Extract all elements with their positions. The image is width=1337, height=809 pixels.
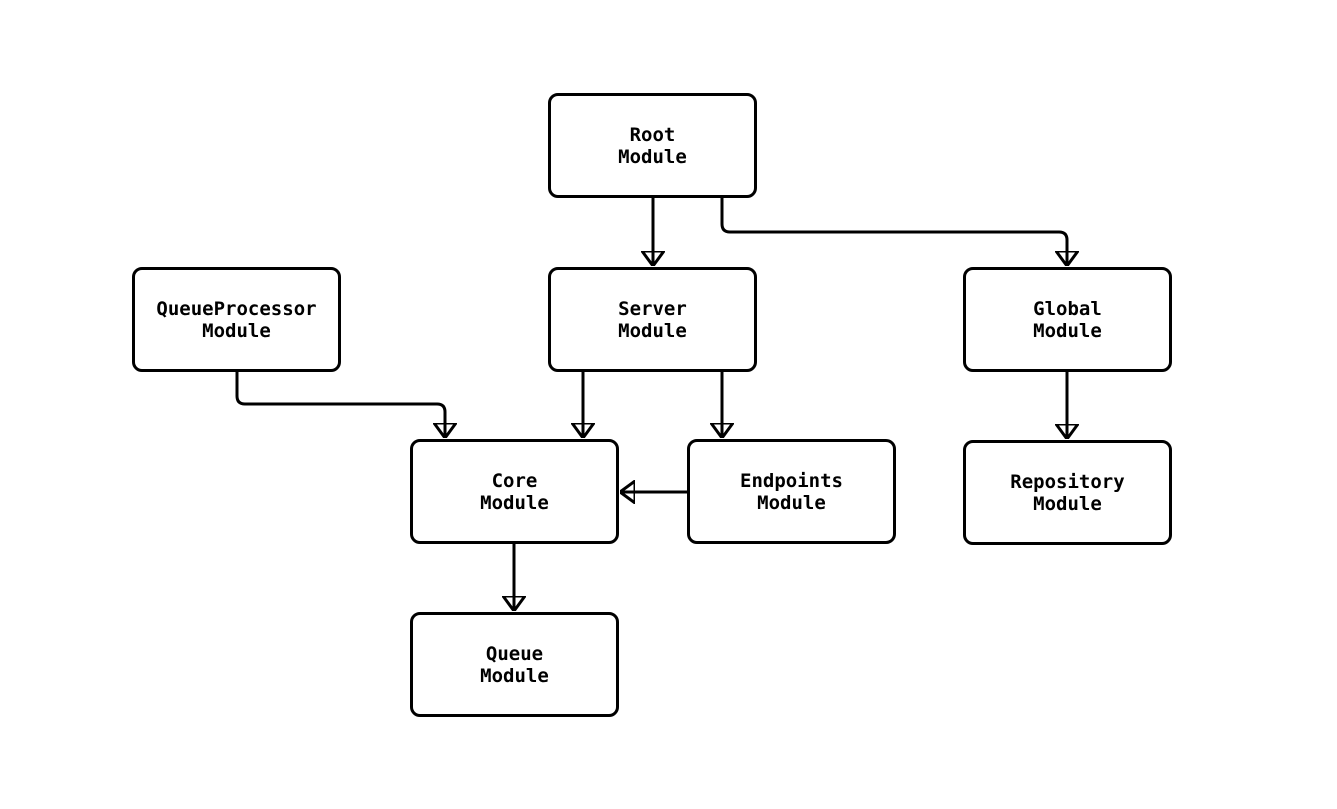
node-endpoints-module: Endpoints Module bbox=[687, 439, 896, 544]
node-queueprocessor-module-label: QueueProcessor Module bbox=[156, 297, 317, 342]
node-endpoints-module-label: Endpoints Module bbox=[740, 469, 843, 514]
node-core-module-label: Core Module bbox=[480, 469, 549, 514]
node-global-module: Global Module bbox=[963, 267, 1172, 372]
node-queue-module-label: Queue Module bbox=[480, 642, 549, 687]
node-root-module-label: Root Module bbox=[618, 123, 687, 168]
node-server-module: Server Module bbox=[548, 267, 757, 372]
edge-queueprocessor-to-core bbox=[235, 372, 445, 437]
node-queue-module: Queue Module bbox=[410, 612, 619, 717]
node-global-module-label: Global Module bbox=[1033, 297, 1102, 342]
node-queueprocessor-module: QueueProcessor Module bbox=[132, 267, 341, 372]
node-server-module-label: Server Module bbox=[618, 297, 687, 342]
node-core-module: Core Module bbox=[410, 439, 619, 544]
node-root-module: Root Module bbox=[548, 93, 757, 198]
node-repository-module: Repository Module bbox=[963, 440, 1172, 545]
edge-root-to-global bbox=[720, 198, 1067, 265]
node-repository-module-label: Repository Module bbox=[1010, 470, 1125, 515]
